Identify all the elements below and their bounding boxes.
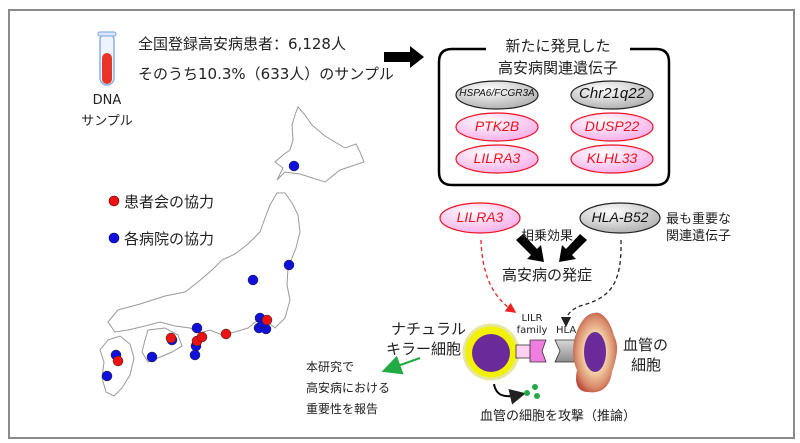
hla-molecule-icon	[554, 339, 579, 363]
mech-ellipse-hla-b52	[579, 202, 661, 234]
tube-label-sample: サンプル	[81, 114, 133, 129]
attack-arrow	[493, 383, 526, 405]
gene-label-dusp22: DUSP22	[584, 118, 640, 134]
legend-dot-patient	[108, 195, 120, 207]
arrow-left-down-icon	[516, 234, 544, 262]
map-point-hospital	[283, 259, 295, 271]
hla-label: HLA	[556, 325, 577, 336]
legend-dot-hospital	[108, 232, 120, 244]
gene-ellipse-lilra3	[455, 144, 539, 174]
japan-map	[99, 106, 365, 397]
gene-ellipse-klhl33	[570, 144, 654, 174]
synergy-label: 相乗効果	[521, 229, 574, 244]
legend-label-patient: 患者会の協力	[124, 193, 215, 211]
lilr-receptor-icon	[515, 339, 547, 363]
gene-ellipse-chr21q22	[570, 80, 654, 110]
nk-cell-icon	[462, 323, 520, 381]
arrow-right-down-icon	[559, 234, 587, 262]
gene-ellipse-ptk2b	[455, 112, 539, 142]
hokkaido-shape	[274, 106, 365, 183]
tube-label-dna: DNA	[92, 93, 122, 108]
onset-label: 高安病の発症	[502, 266, 593, 284]
right-arrow-icon	[384, 46, 424, 68]
lilr-label-1: LILR	[521, 313, 543, 324]
nk-cell-label-2: キラー細胞	[386, 340, 462, 358]
gene-label-klhl33: KLHL33	[586, 150, 638, 166]
legend-label-hospital: 各病院の協力	[124, 230, 215, 248]
mech-label-hla-b52: HLA-B52	[591, 209, 649, 225]
figure-frame	[8, 9, 795, 439]
mech-ellipse-lilra3	[439, 202, 521, 234]
report-label-3: 重要性を報告	[306, 402, 379, 416]
synergy-arrows	[516, 234, 587, 262]
report-label-2: 高安病における	[306, 381, 391, 395]
gene-label-chr21q22: Chr21q22	[579, 85, 645, 102]
green-arrow-icon	[381, 355, 421, 375]
map-points	[101, 160, 300, 382]
gene-box-title-2: 高安病関連遺伝子	[497, 59, 618, 77]
map-point-patient	[112, 355, 124, 367]
map-point-hospital	[101, 370, 113, 382]
important-gene-label-2: 関連遺伝子	[666, 229, 732, 244]
map-point-hospital	[288, 160, 300, 172]
honshu-shape	[107, 192, 301, 336]
map-point-patient	[261, 314, 273, 326]
map-point-hospital	[191, 322, 203, 334]
attack-label: 血管の細胞を攻撃（推論）	[480, 409, 637, 424]
cytotoxic-granules	[524, 384, 540, 399]
dashed-arrow-black	[560, 239, 622, 328]
vessel-cell-label-2: 細胞	[631, 356, 662, 374]
gene-ellipse-dusp22	[570, 112, 654, 142]
map-point-hospital	[247, 274, 259, 286]
map-point-patient	[165, 332, 177, 344]
gene-ellipse-hspa6	[455, 80, 539, 110]
gene-label-hspa6: HSPA6/FCGR3A	[459, 88, 535, 99]
test-tube-icon	[97, 31, 117, 86]
gene-label-lilra3: LILRA3	[473, 150, 521, 166]
map-point-patient	[220, 328, 232, 340]
nk-cell-label-1: ナチュラル	[391, 320, 467, 338]
gene-box-title-1: 新たに発見した	[505, 37, 611, 55]
important-gene-label-1: 最も重要な	[666, 212, 732, 227]
map-point-hospital	[146, 351, 158, 363]
map-point-patient	[196, 331, 208, 343]
mech-label-lilra3: LILRA3	[456, 209, 504, 225]
vessel-cell-label-1: 血管の	[623, 336, 669, 354]
map-point-hospital	[189, 349, 201, 361]
lilr-label-2: family	[516, 325, 548, 336]
dashed-arrow-red	[480, 239, 517, 313]
vessel-cell-icon	[573, 312, 618, 393]
report-label-1: 本研究で	[306, 360, 355, 374]
sample-ratio-text: そのうち10.3%（633人）のサンプル	[138, 65, 394, 83]
gene-label-ptk2b: PTK2B	[474, 118, 520, 134]
gene-box-outline	[437, 47, 671, 187]
registered-patients-text: 全国登録高安病患者：6,128人	[138, 35, 346, 53]
